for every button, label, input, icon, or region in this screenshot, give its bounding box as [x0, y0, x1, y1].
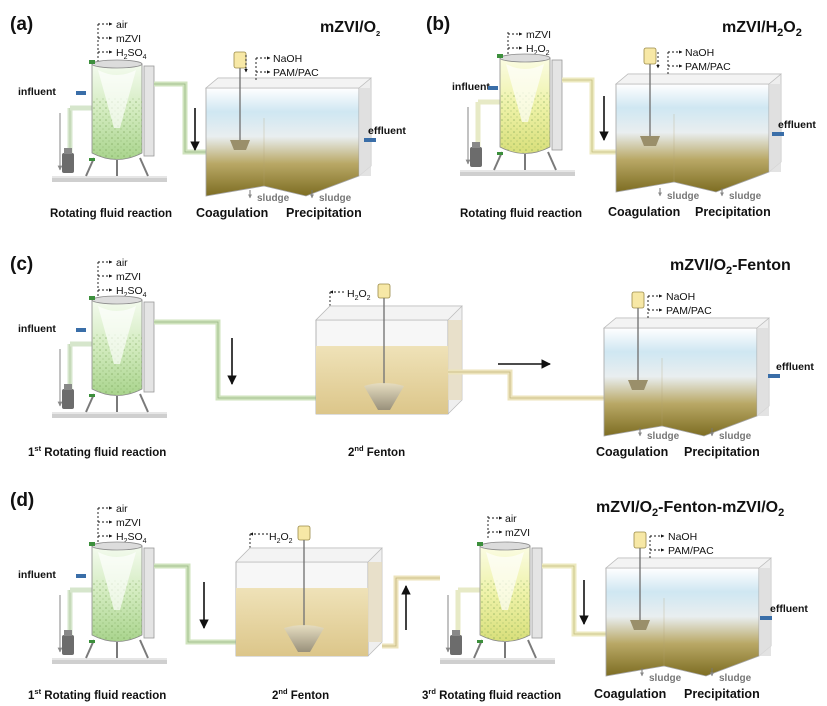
effluent-port-icon: [768, 374, 780, 378]
caption-coagulation: Coagulation: [608, 205, 680, 219]
caption-coagulation: Coagulation: [596, 445, 668, 459]
panel-c-effluent: effluent: [776, 361, 814, 373]
caption-fenton: 2nd Fenton: [272, 687, 329, 702]
caption-precipitation: Precipitation: [695, 205, 771, 219]
panel-c-title: mZVI/O2-Fenton: [670, 257, 791, 277]
panel-d-label: (d): [10, 490, 34, 511]
sludge-label: sludge: [719, 673, 752, 684]
caption-precipitation: Precipitation: [684, 445, 760, 459]
input-naoh: NaOH: [666, 291, 695, 303]
caption-coagulation: Coagulation: [594, 687, 666, 701]
panel-d-title: mZVI/O2-Fenton-mZVI/O2: [596, 499, 784, 519]
input-pam-pac: PAM/PAC: [685, 61, 731, 73]
influent-port-icon: [76, 574, 86, 578]
input-naoh: NaOH: [668, 531, 697, 543]
panel-c-influent: influent: [18, 323, 56, 335]
panel-b: (b) mZVI/H2O2 mZVI H2O2 influent NaOH PA…: [426, 14, 816, 220]
panel-a-label: (a): [10, 14, 33, 35]
panel-b-reactor: [460, 54, 575, 176]
effluent-port-icon: [760, 616, 772, 620]
sludge-label: sludge: [719, 431, 752, 442]
panel-d-influent: influent: [18, 569, 56, 581]
panel-a-influent: influent: [18, 86, 56, 98]
panel-a-effluent: effluent: [368, 125, 406, 137]
input-naoh: NaOH: [685, 47, 714, 59]
panel-a-title: mZVI/O2: [320, 19, 380, 38]
caption-reactor: Rotating fluid reaction: [50, 208, 172, 220]
panel-c-pipe-2: [448, 369, 622, 401]
panel-c-label: (c): [10, 254, 33, 275]
input-h2so4: H2SO4: [116, 285, 147, 299]
panel-c-fenton-tank: [315, 283, 463, 415]
caption-reactor-1: 1st Rotating fluid reaction: [28, 687, 166, 702]
panel-d-fenton-tank: [235, 525, 383, 657]
panel-d: (d) mZVI/O2-Fenton-mZVI/O2 air mZVI H2SO…: [10, 490, 808, 702]
effluent-port-icon: [364, 138, 376, 142]
input-air: air: [505, 513, 517, 525]
input-air: air: [116, 257, 128, 269]
caption-reactor: 1st Rotating fluid reaction: [28, 444, 166, 459]
caption-reactor: Rotating fluid reaction: [460, 208, 582, 220]
input-h2o2: H2O2: [347, 288, 371, 302]
panel-a-reactor: [52, 60, 167, 182]
panel-b-title: mZVI/H2O2: [722, 19, 802, 39]
sludge-label: sludge: [729, 191, 762, 202]
panel-c: (c) mZVI/O2-Fenton air mZVI H2SO4 influe…: [10, 254, 814, 459]
input-pam-pac: PAM/PAC: [668, 545, 714, 557]
panel-b-effluent: effluent: [778, 119, 816, 131]
input-mzvi: mZVI: [116, 517, 141, 529]
input-air: air: [116, 19, 128, 31]
sludge-label: sludge: [319, 193, 352, 204]
panel-c-reactor: [52, 296, 167, 418]
influent-port-icon: [488, 86, 498, 90]
input-mzvi: mZVI: [526, 29, 551, 41]
sludge-label: sludge: [257, 193, 290, 204]
panel-b-influent: influent: [452, 81, 490, 93]
influent-port-icon: [76, 91, 86, 95]
panel-d-reactor-1: [52, 542, 167, 664]
sludge-label: sludge: [647, 431, 680, 442]
panel-c-pipe-1: [154, 319, 334, 401]
panel-d-reactor-2: [440, 542, 555, 664]
caption-reactor-3: 3rd Rotating fluid reaction: [422, 687, 561, 702]
input-pam-pac: PAM/PAC: [666, 305, 712, 317]
input-naoh: NaOH: [273, 53, 302, 65]
panel-a-reactor-inputs: air mZVI H2SO4: [97, 19, 147, 66]
input-air: air: [116, 503, 128, 515]
panel-d-pipe-2: [382, 575, 440, 649]
effluent-port-icon: [772, 132, 784, 136]
caption-coagulation: Coagulation: [196, 206, 268, 220]
input-mzvi: mZVI: [505, 527, 530, 539]
influent-port-icon: [76, 328, 86, 332]
panel-d-effluent: effluent: [770, 603, 808, 615]
input-mzvi: mZVI: [116, 271, 141, 283]
input-mzvi: mZVI: [116, 33, 141, 45]
input-pam-pac: PAM/PAC: [273, 67, 319, 79]
caption-precipitation: Precipitation: [286, 206, 362, 220]
input-h2o2: H2O2: [269, 531, 293, 545]
sludge-label: sludge: [649, 673, 682, 684]
input-h2so4: H2SO4: [116, 531, 147, 545]
input-h2o2: H2O2: [526, 43, 550, 57]
caption-fenton: 2nd Fenton: [348, 444, 405, 459]
panel-a: (a) mZVI/O2 air mZVI H2SO4 influent NaOH…: [10, 14, 406, 220]
panel-b-label: (b): [426, 14, 450, 35]
sludge-label: sludge: [667, 191, 700, 202]
caption-precipitation: Precipitation: [684, 687, 760, 701]
input-h2so4: H2SO4: [116, 47, 147, 61]
